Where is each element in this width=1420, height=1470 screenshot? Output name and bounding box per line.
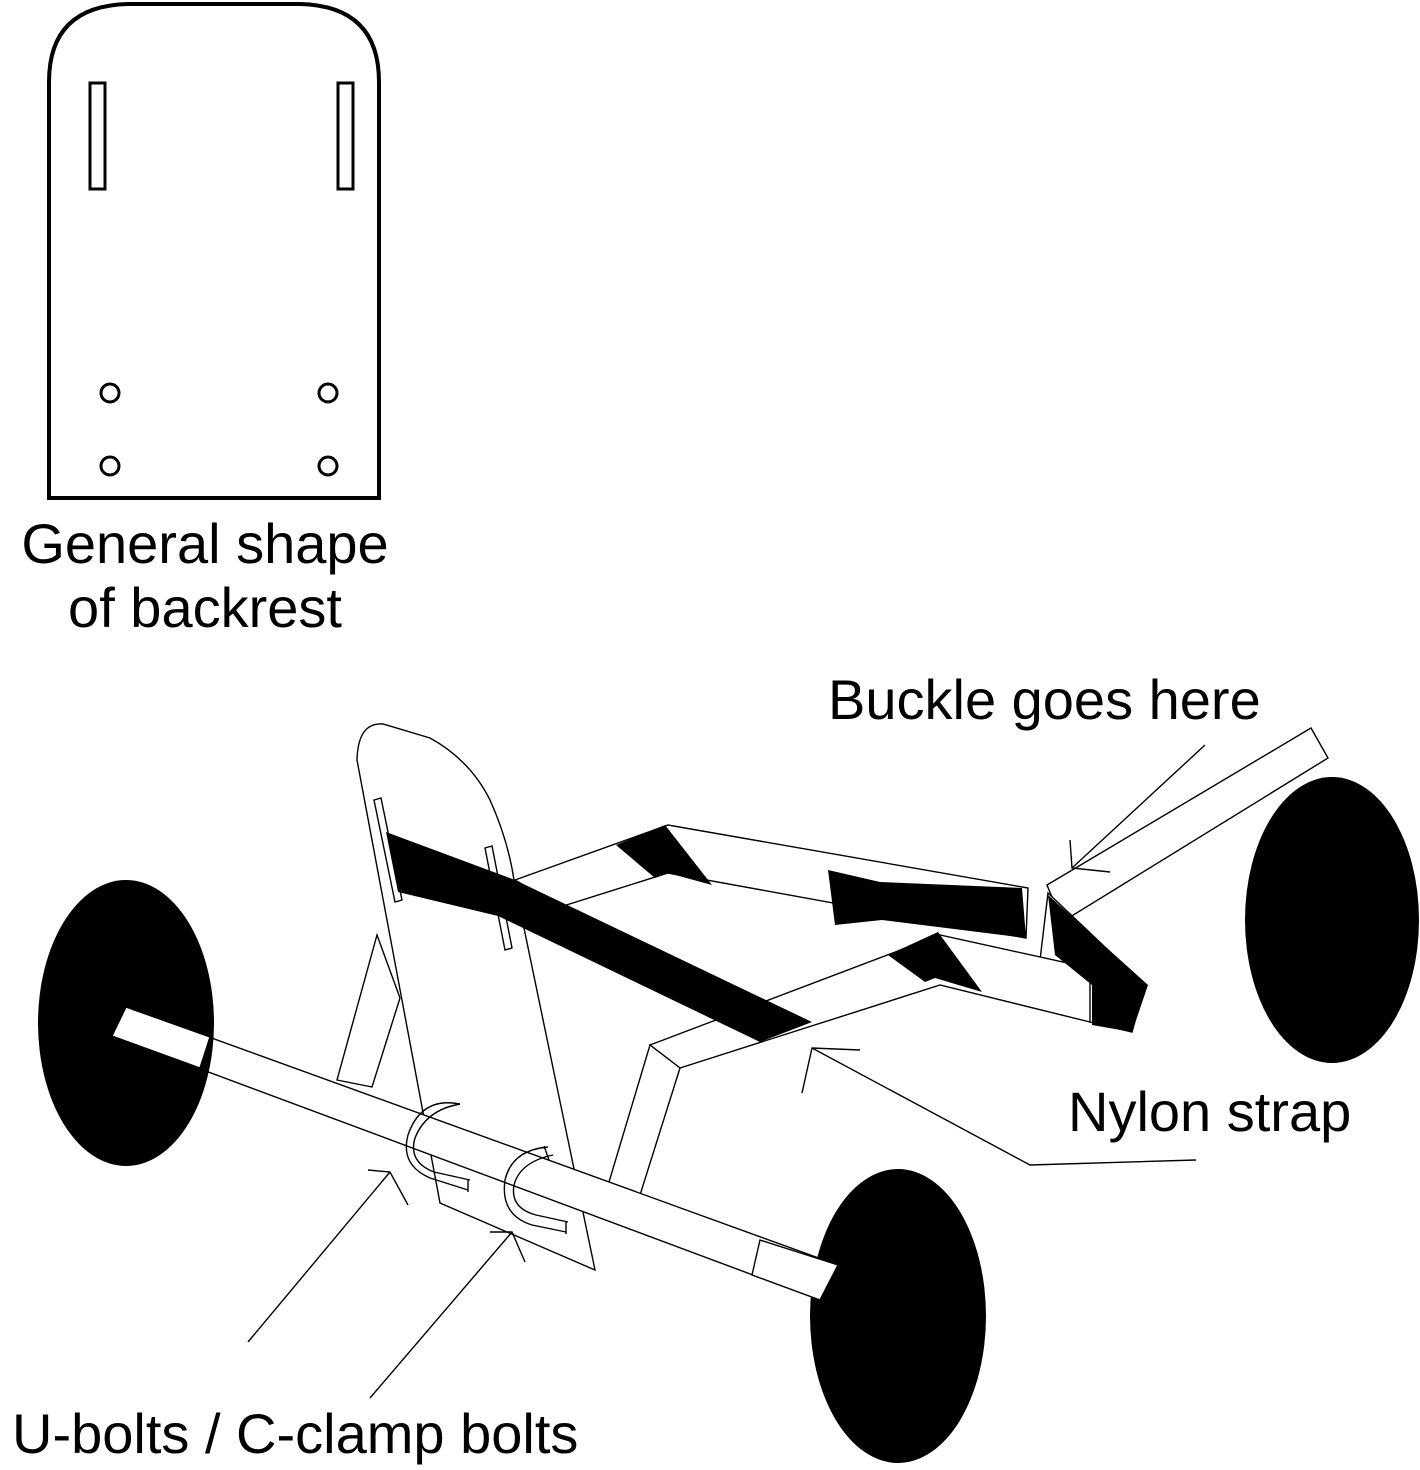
backrest-caption-line1: General shape <box>21 512 389 575</box>
u-bolts <box>405 1102 569 1234</box>
frame-padding <box>616 825 1148 1032</box>
right-strap-slot <box>336 81 355 191</box>
backrest-caption: General shape of backrest <box>0 512 410 640</box>
front-right-wheel <box>810 1169 986 1463</box>
u-bolts-label: U-bolts / C-clamp bolts <box>12 1402 579 1465</box>
nylon-strap-label: Nylon strap <box>1068 1080 1352 1143</box>
backrest-outline <box>47 2 381 500</box>
bolt-hole <box>317 382 339 404</box>
bolt-hole <box>99 382 121 404</box>
bolt-hole <box>317 455 339 477</box>
buckle-label: Buckle goes here <box>828 668 1261 731</box>
left-strap-slot <box>88 81 107 191</box>
backrest-caption-line2: of backrest <box>68 576 342 639</box>
bolt-hole <box>99 455 121 477</box>
rear-right-wheel <box>1245 777 1419 1063</box>
nylon-strap <box>386 832 812 1042</box>
leader-lines <box>247 744 1206 1399</box>
